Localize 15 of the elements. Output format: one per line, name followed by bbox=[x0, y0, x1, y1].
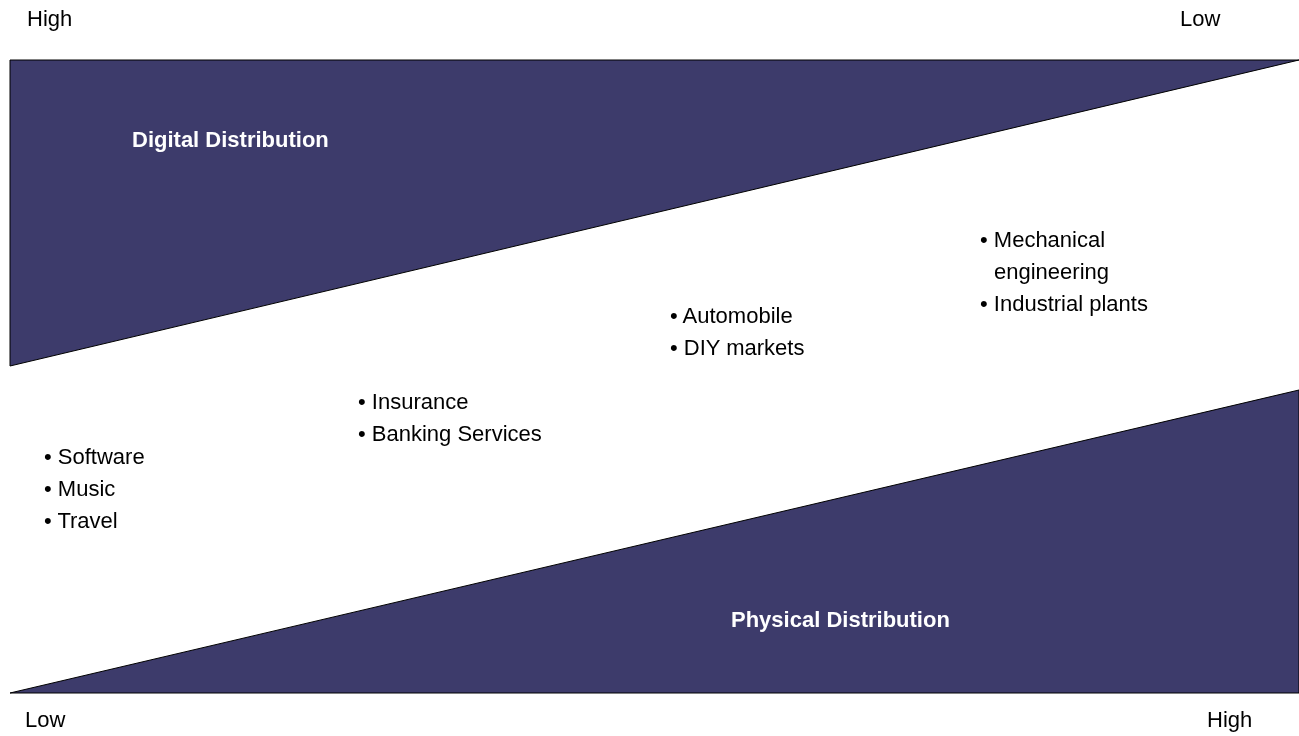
axis-label: Low bbox=[1180, 5, 1221, 33]
band-title: Physical Distribution bbox=[731, 606, 950, 634]
industry-item: • Insurance bbox=[358, 388, 469, 416]
industry-item: • Travel bbox=[44, 507, 118, 535]
axis-label: Low bbox=[25, 706, 66, 734]
industry-item: • Automobile bbox=[670, 302, 793, 330]
industry-item: • Banking Services bbox=[358, 420, 542, 448]
industry-item: • Software bbox=[44, 443, 145, 471]
axis-label: High bbox=[1207, 706, 1253, 734]
band-title: Digital Distribution bbox=[132, 126, 329, 154]
industry-item: • DIY markets bbox=[670, 334, 805, 362]
industry-item: • Mechanical engineering bbox=[980, 226, 1110, 286]
industry-item: • Industrial plants bbox=[980, 290, 1148, 318]
axis-label: High bbox=[27, 5, 73, 33]
industry-item: • Music bbox=[44, 475, 116, 503]
